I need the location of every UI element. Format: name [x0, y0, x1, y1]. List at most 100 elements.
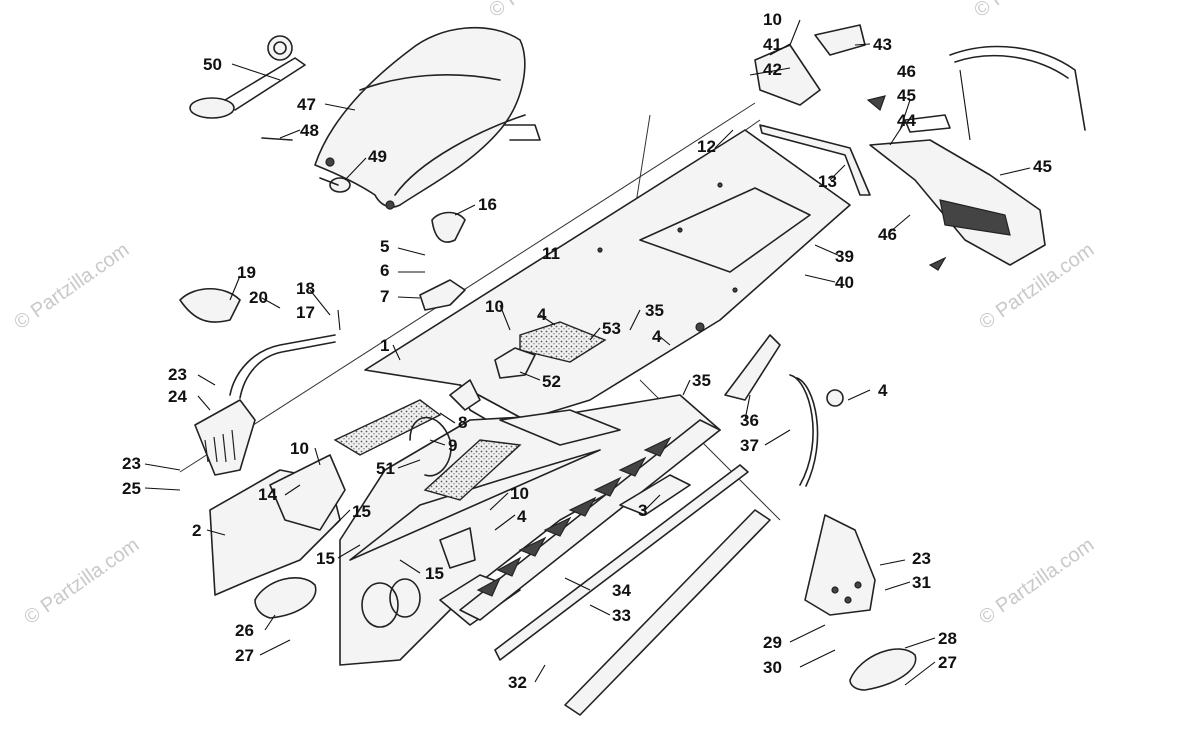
callout-49: 49 — [368, 147, 387, 166]
front-bracket — [209, 454, 346, 596]
callout-4-center: 4 — [517, 507, 527, 526]
callout-27-left: 27 — [235, 646, 254, 665]
callout-14: 14 — [258, 485, 277, 504]
callout-36: 36 — [740, 411, 759, 430]
callout-20: 18 — [296, 279, 315, 298]
callout-16: 15 — [425, 564, 444, 583]
callout-53: 53 — [602, 319, 621, 338]
watermark-top-right: © Partzilla.com — [970, 0, 1093, 22]
cover-plate — [179, 288, 241, 323]
callout-50: 50 — [203, 55, 222, 74]
running-board — [459, 419, 721, 621]
callout-45: 45 — [1033, 157, 1052, 176]
callout-1: 1 — [380, 336, 389, 355]
callout-10-center: 10 — [510, 484, 529, 503]
callout-12: 12 — [697, 137, 716, 156]
callout-24: 24 — [168, 387, 187, 406]
traction-mats — [333, 399, 522, 501]
gusset-36 — [724, 334, 781, 401]
callout-7: 7 — [380, 287, 389, 306]
callout-10-mid: 10 — [485, 297, 504, 316]
callout-8: 8 — [458, 413, 467, 432]
callout-51: 51 — [376, 459, 395, 478]
callout-18: 16 — [478, 195, 497, 214]
callout-30: 30 — [763, 658, 782, 677]
rail-34 — [494, 464, 749, 661]
callout-19: 17 — [296, 303, 315, 322]
callout-46-top: 46 — [897, 62, 916, 81]
arrow-down — [928, 256, 947, 271]
strap-37 — [789, 374, 819, 487]
callout-17: 15 — [352, 502, 371, 521]
rear-flap-assembly — [866, 45, 1086, 271]
callout-25: 25 — [122, 479, 141, 498]
callout-34: 34 — [612, 581, 631, 600]
plate-8 — [449, 379, 481, 411]
bracket-52 — [494, 347, 536, 379]
callout-4-right: 4 — [652, 327, 662, 346]
watermark-left: © Partzilla.com — [10, 239, 133, 334]
callout-44: 45 — [897, 86, 916, 105]
callout-29: 29 — [763, 633, 782, 652]
callout-6: 6 — [380, 261, 389, 280]
bracket-3 — [619, 474, 691, 516]
callout-35-right: 35 — [692, 371, 711, 390]
seat — [314, 26, 541, 210]
loop-9 — [409, 416, 452, 477]
callout-43: 44 — [897, 111, 916, 130]
callout-23-left-bottom: 23 — [122, 454, 141, 473]
bracket-18 — [431, 211, 466, 243]
callout-22: 20 — [249, 288, 268, 307]
callouts: 50 47 48 49 16 5 6 7 10 41 42 43 46 45 4… — [122, 10, 1052, 692]
callout-10-left: 10 — [290, 439, 309, 458]
callout-11: 11 — [542, 244, 560, 263]
callout-21: 19 — [237, 263, 256, 282]
callout-41: 42 — [763, 60, 782, 79]
callout-46-bottom: 46 — [878, 225, 897, 244]
callout-38: 39 — [835, 247, 854, 266]
callout-39: 40 — [835, 273, 854, 292]
callout-3: 3 — [638, 501, 647, 520]
arrow-up — [866, 95, 886, 112]
watermark-left-bottom: © Partzilla.com — [20, 534, 143, 629]
rear-footrest — [804, 514, 876, 616]
washer-4 — [826, 389, 844, 407]
callout-40: 41 — [763, 35, 782, 54]
callout-9: 9 — [448, 436, 457, 455]
grab-handle — [229, 334, 336, 399]
leader-lines — [144, 19, 1031, 686]
bracket-7 — [419, 279, 466, 311]
foot-plate-left — [254, 576, 317, 619]
callout-4-mid: 4 — [537, 305, 547, 324]
callout-48: 48 — [300, 121, 319, 140]
callout-13: 13 — [818, 172, 837, 191]
watermark-top: © Partzilla.com — [485, 0, 608, 22]
foot-plate-right — [849, 648, 917, 691]
callout-28: 28 — [938, 629, 957, 648]
callout-2: 2 — [192, 521, 201, 540]
seat-knob — [319, 177, 351, 193]
callout-31: 31 — [912, 573, 931, 592]
callout-33: 33 — [612, 606, 631, 625]
bar-13 — [759, 124, 871, 196]
callout-5: 5 — [380, 237, 389, 256]
callout-4-far-right: 4 — [878, 381, 888, 400]
callout-15: 15 — [316, 549, 335, 568]
callout-52: 52 — [542, 372, 561, 391]
vent-panel — [194, 399, 256, 476]
callout-47: 47 — [297, 95, 316, 114]
callout-10-top: 10 — [763, 10, 782, 29]
watermark-right-bottom: © Partzilla.com — [975, 534, 1098, 629]
callout-26: 26 — [235, 621, 254, 640]
seat-screw — [261, 137, 293, 141]
callout-23-left-top: 23 — [168, 365, 187, 384]
callout-23-right: 23 — [912, 549, 931, 568]
callout-27-right: 27 — [938, 653, 957, 672]
fuel-gauge-assembly — [189, 35, 306, 119]
axle-33 — [564, 509, 771, 716]
callout-35-top: 35 — [645, 301, 664, 320]
callout-42: 43 — [873, 35, 892, 54]
callout-37: 37 — [740, 436, 759, 455]
